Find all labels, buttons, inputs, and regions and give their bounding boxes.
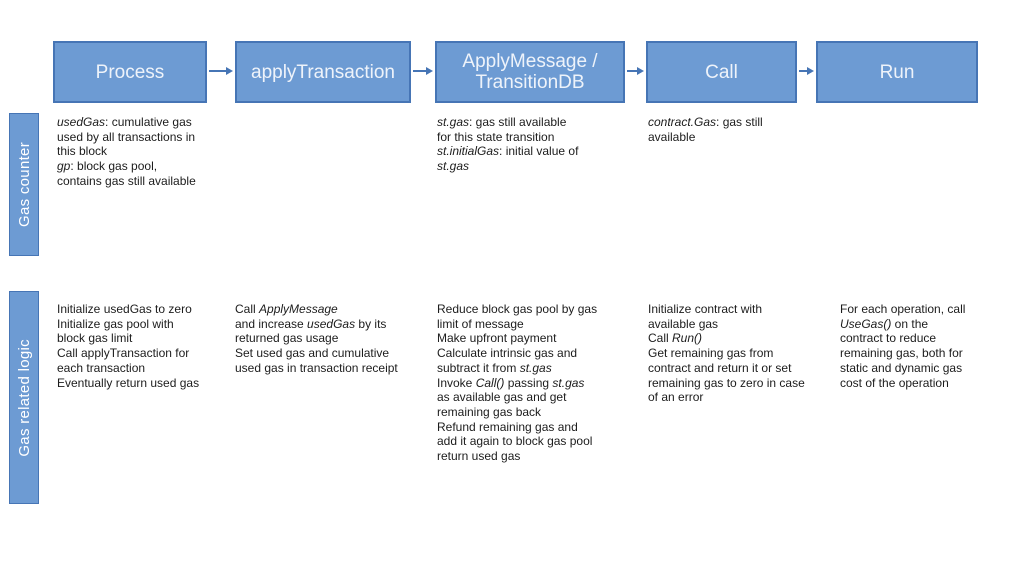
flow-box-run-label: Run <box>879 61 915 83</box>
row-label-gas-related-logic-text: Gas related logic <box>15 338 33 457</box>
row-label-gas-counter: Gas counter <box>9 113 39 256</box>
flow-box-process-label: Process <box>95 61 165 83</box>
flow-box-apply-transaction-label: applyTransaction <box>251 61 395 83</box>
row-label-gas-counter-text: Gas counter <box>15 141 33 227</box>
flow-box-call: Call <box>646 41 797 103</box>
flow-box-apply-transaction: applyTransaction <box>235 41 411 103</box>
flow-arrow-icon <box>627 67 644 75</box>
flow-arrow-icon <box>209 67 233 75</box>
flow-box-apply-message: ApplyMessage / TransitionDB <box>435 41 625 103</box>
flow-box-run: Run <box>816 41 978 103</box>
flow-box-call-label: Call <box>705 61 738 83</box>
flow-arrow-icon <box>799 67 814 75</box>
row-label-gas-related-logic: Gas related logic <box>9 291 39 504</box>
flow-arrow-icon <box>413 67 433 75</box>
flow-box-process: Process <box>53 41 207 103</box>
flow-box-apply-message-label: ApplyMessage / TransitionDB <box>462 51 598 93</box>
